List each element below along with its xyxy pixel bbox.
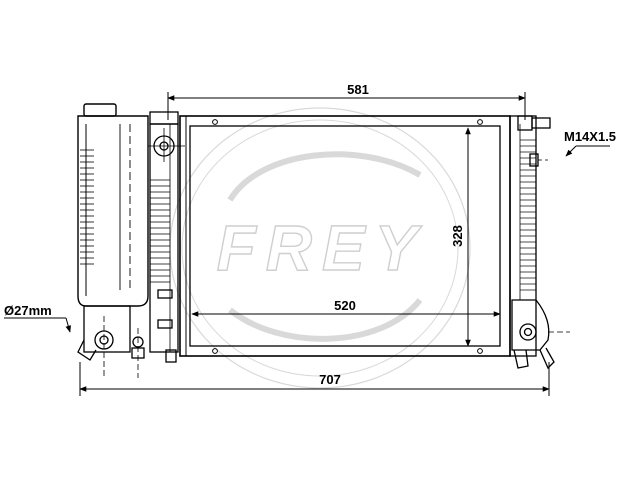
dimension-label-core-width: 520 [334,298,356,313]
callout-pipe-diameter [4,317,71,333]
inlet-pipe [148,111,185,162]
dimension-overall-width [79,362,550,396]
outlet-pipe [77,305,145,378]
callout-label-pipe-diameter: Ø27mm [4,303,52,318]
left-side-tank [149,123,179,363]
dimension-label-height: 328 [450,225,465,247]
expansion-tank [77,103,149,307]
dimension-top-width [167,92,526,120]
dimension-label-overall-width: 707 [319,372,341,387]
callout-label-thread: M14X1.5 [564,129,616,144]
dimension-label-top-width: 581 [347,82,369,97]
right-side-tank [509,115,570,370]
callout-thread [565,145,610,157]
watermark-text: FREY [217,212,428,284]
radiator-core [179,115,511,357]
